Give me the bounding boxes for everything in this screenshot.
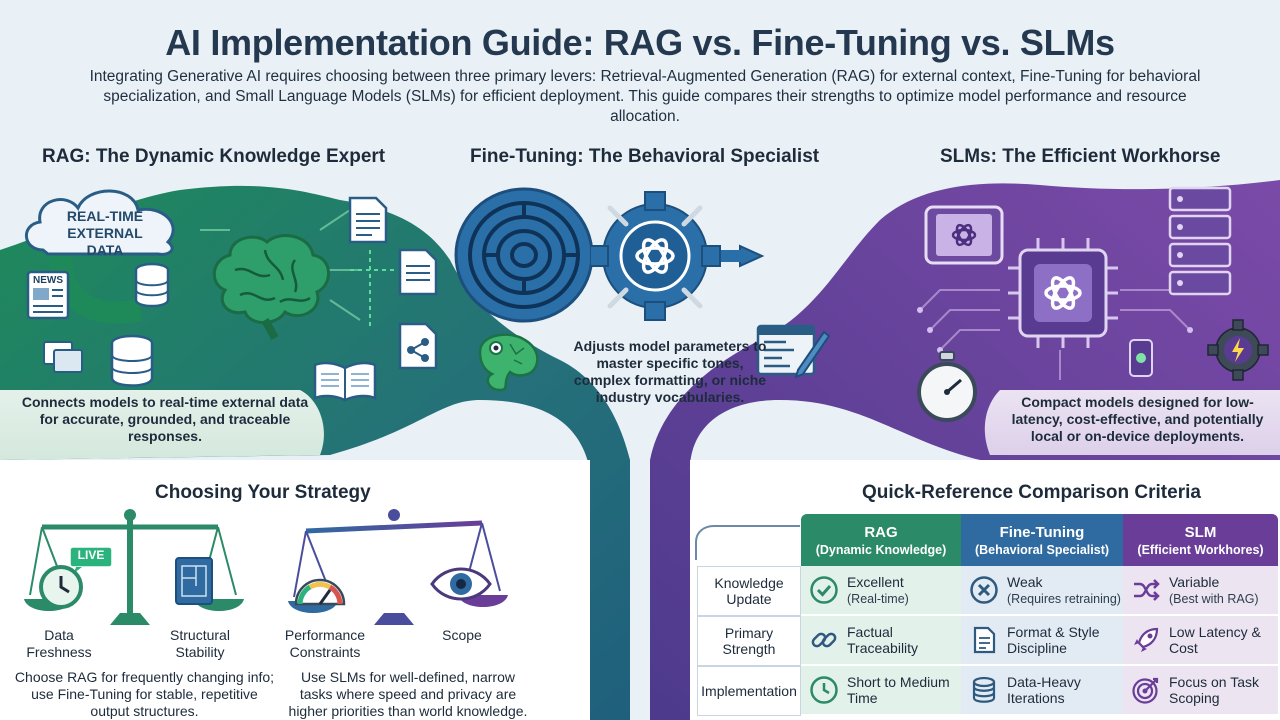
document-icon-1	[348, 196, 388, 244]
chameleon-icon	[478, 333, 539, 392]
slm-caption: Compact models designed for low-latency,…	[1011, 394, 1264, 444]
table-left-connector	[695, 525, 800, 560]
cell-ft-strength: Format & Style Discipline	[961, 616, 1123, 666]
intro-paragraph: Integrating Generative AI requires choos…	[89, 68, 1201, 125]
header-ft: Fine-Tuning(Behavioral Specialist)	[961, 514, 1123, 566]
x-circle-icon	[970, 576, 998, 604]
link-icon	[811, 632, 837, 648]
structural-stability-label: Structural Stability	[170, 627, 230, 660]
rocket-icon	[1134, 627, 1159, 652]
scope-label: Scope	[442, 627, 482, 643]
cell-slm-implementation: Focus on Task Scoping	[1123, 666, 1278, 716]
database-icon	[110, 334, 154, 387]
phone-icon	[924, 205, 1004, 265]
blueprint-icon	[175, 557, 213, 605]
target-icon	[1132, 677, 1159, 704]
table-row: Knowledge Update Excellent(Real-time) We…	[697, 566, 1278, 616]
strategy-text-1: Choose RAG for frequently changing info;…	[14, 669, 275, 719]
newspaper-icon	[26, 270, 70, 320]
gear-lightning-icon	[1207, 319, 1269, 381]
row-label-implementation: Implementation	[697, 666, 801, 716]
live-badge-icon	[69, 546, 113, 573]
cell-ft-implementation: Data-Heavy Iterations	[961, 666, 1123, 716]
chip-icon	[1008, 238, 1118, 348]
rag-caption: Connects models to real-time external da…	[21, 394, 309, 444]
header-slm: SLM(Efficient Workhores)	[1123, 514, 1278, 566]
database-icon	[972, 676, 996, 703]
performance-constraints-label: Performance Constraints	[284, 627, 366, 660]
mobile-device-icon	[1129, 339, 1153, 377]
cell-ft-knowledge: Weak(Requires retraining)	[961, 566, 1123, 616]
gear-logo-icon	[590, 191, 765, 321]
document-icon-2	[398, 248, 438, 296]
comparison-table: RAG(Dynamic Knowledge) Fine-Tuning(Behav…	[697, 514, 1278, 716]
ft-caption: Adjusts model parameters to master speci…	[573, 338, 767, 405]
cell-rag-strength: Factual Traceability	[801, 616, 961, 666]
shuffle-icon	[1134, 579, 1160, 601]
strategy-text-2: Use SLMs for well-defined, narrow tasks …	[288, 669, 528, 719]
clock-icon	[39, 565, 83, 609]
book-icon	[313, 361, 377, 402]
eye-icon	[430, 567, 492, 601]
data-freshness-label: Data Freshness	[26, 627, 92, 660]
row-label-knowledge-update: Knowledge Update	[697, 566, 801, 616]
stopwatch-icon	[917, 351, 977, 422]
brain-icon	[212, 234, 330, 340]
news-label: NEWS	[33, 275, 63, 286]
table-row: Implementation Short to Medium Time Data…	[697, 666, 1278, 716]
row-label-primary-strength: Primary Strength	[697, 616, 801, 666]
rag-section-title: RAG: The Dynamic Knowledge Expert	[42, 146, 386, 167]
share-document-icon	[398, 322, 438, 370]
database-icon-small	[134, 262, 170, 308]
page-title: AI Implementation Guide: RAG vs. Fine-Tu…	[165, 22, 1115, 63]
ft-section-title: Fine-Tuning: The Behavioral Specialist	[470, 146, 820, 167]
header-rag: RAG(Dynamic Knowledge)	[801, 514, 961, 566]
cell-rag-knowledge: Excellent(Real-time)	[801, 566, 961, 616]
cell-slm-strength: Low Latency & Cost	[1123, 616, 1278, 666]
server-rack-icon	[1168, 186, 1232, 296]
code-editor-icon	[756, 324, 830, 379]
windows-icon	[43, 341, 83, 373]
strategy-title: Choosing Your Strategy	[155, 482, 371, 503]
cell-slm-knowledge: Variable(Best with RAG)	[1123, 566, 1278, 616]
clock-icon	[810, 676, 838, 704]
document-icon	[973, 626, 996, 654]
live-badge: LIVE	[77, 548, 105, 562]
comparison-title: Quick-Reference Comparison Criteria	[862, 482, 1201, 503]
maze-icon	[454, 187, 602, 323]
check-icon	[810, 576, 838, 604]
cell-rag-implementation: Short to Medium Time	[801, 666, 961, 716]
slm-section-title: SLMs: The Efficient Workhorse	[940, 146, 1221, 167]
gauge-icon	[294, 578, 346, 606]
table-corner	[697, 514, 801, 566]
cloud-icon	[24, 189, 175, 256]
table-row: Primary Strength Factual Traceability Fo…	[697, 616, 1278, 666]
